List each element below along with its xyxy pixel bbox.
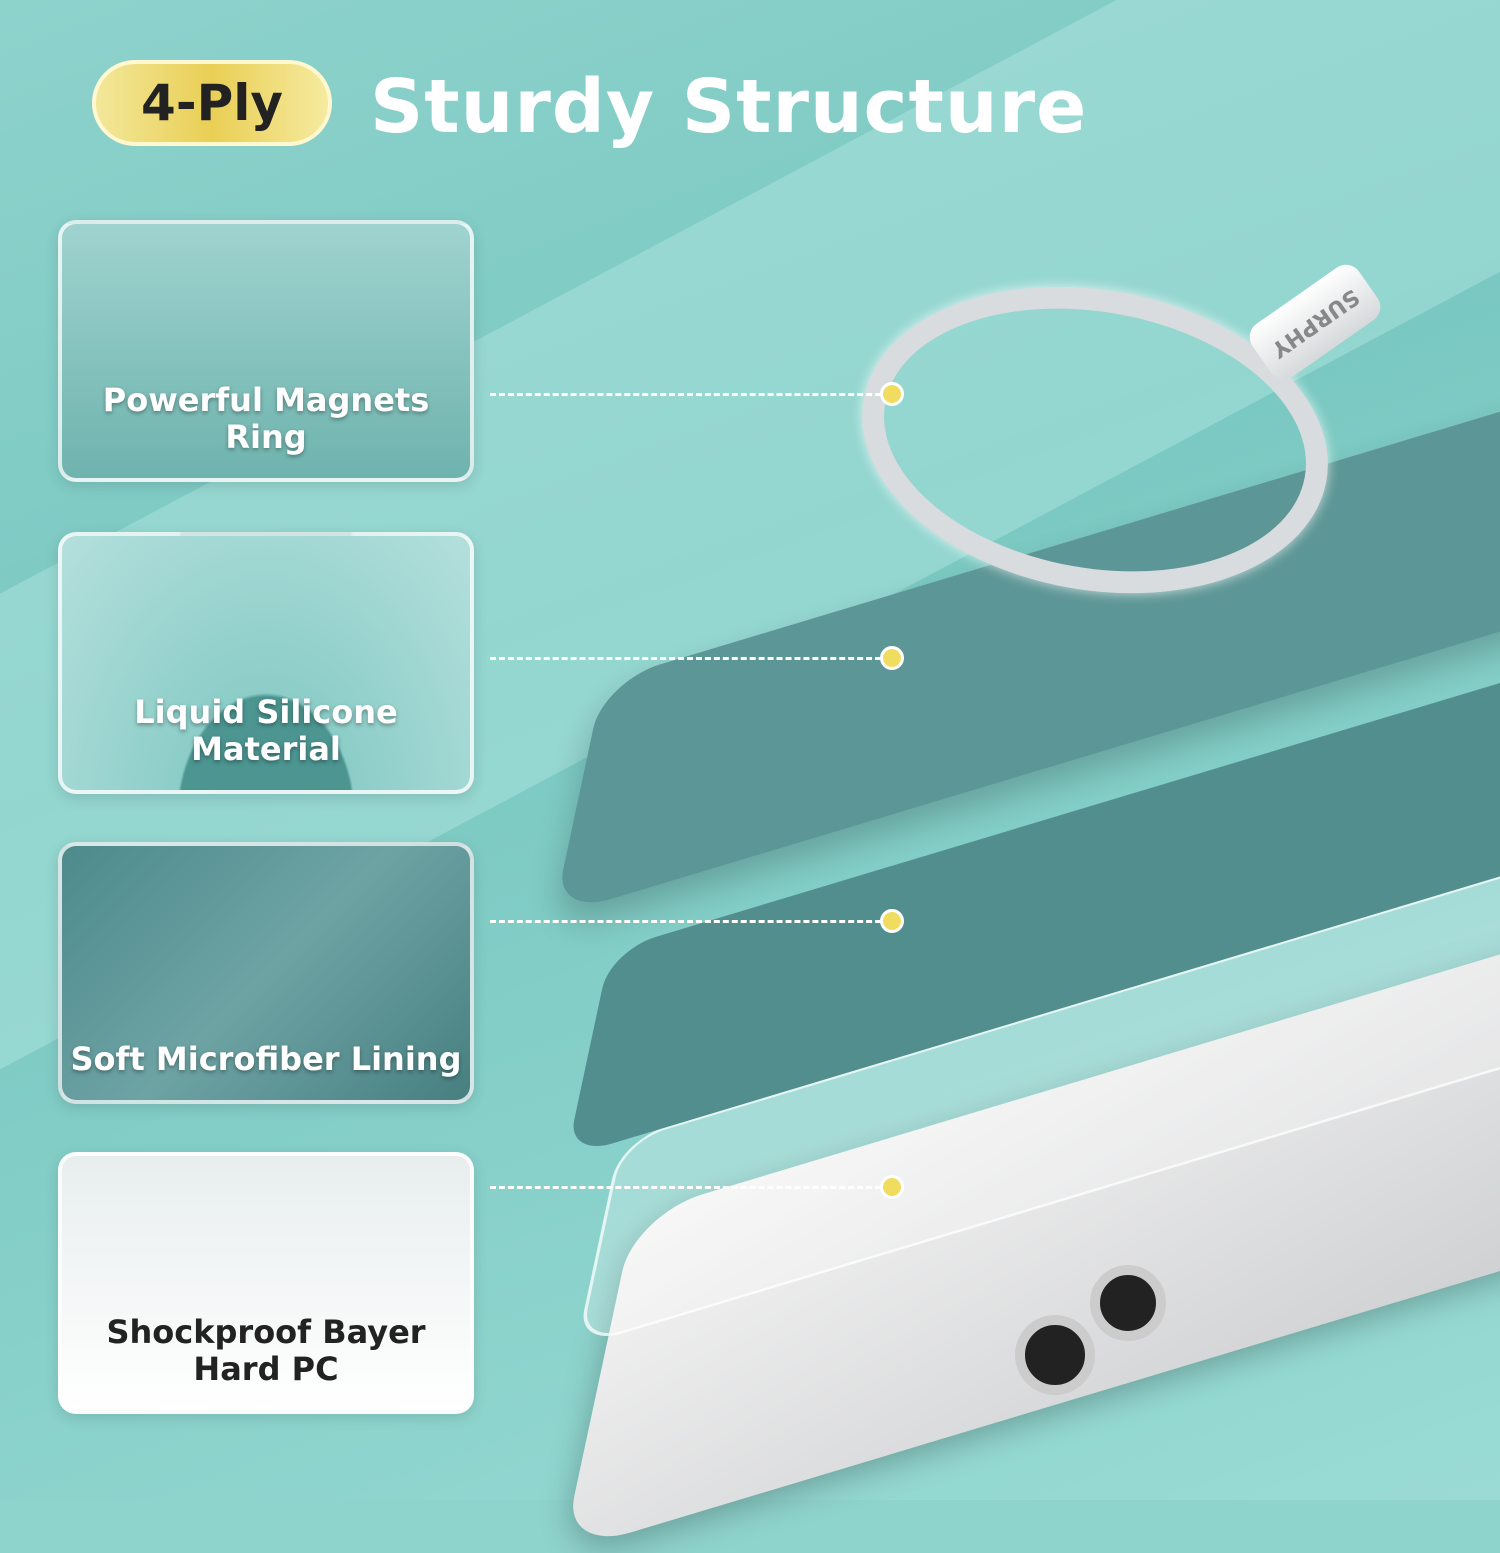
callout-line [490, 657, 890, 660]
callout-dot [880, 382, 904, 406]
page-title: Sturdy Structure [370, 64, 1088, 150]
callout-line [490, 1186, 890, 1189]
callout-line [490, 920, 890, 923]
layer-card-pc: Shockproof Bayer Hard PC [58, 1152, 474, 1414]
callout-dot [880, 1175, 904, 1199]
layer-card-silicone: Liquid Silicone Material [58, 532, 474, 794]
camera-lens [1015, 1315, 1095, 1395]
layer-label: Powerful Magnets Ring [102, 381, 430, 456]
layer-label: Shockproof Bayer Hard PC [106, 1313, 426, 1388]
ply-badge: 4-Ply [92, 60, 332, 146]
camera-lens [1090, 1265, 1166, 1341]
callout-dot [880, 909, 904, 933]
layer-card-microfiber: Soft Microfiber Lining [58, 842, 474, 1104]
layer-label: Liquid Silicone Material [134, 693, 398, 768]
layer-label: Soft Microfiber Lining [70, 1040, 462, 1078]
callout-dot [880, 646, 904, 670]
callout-line [490, 393, 890, 396]
layer-card-magnets: Powerful Magnets Ring [58, 220, 474, 482]
